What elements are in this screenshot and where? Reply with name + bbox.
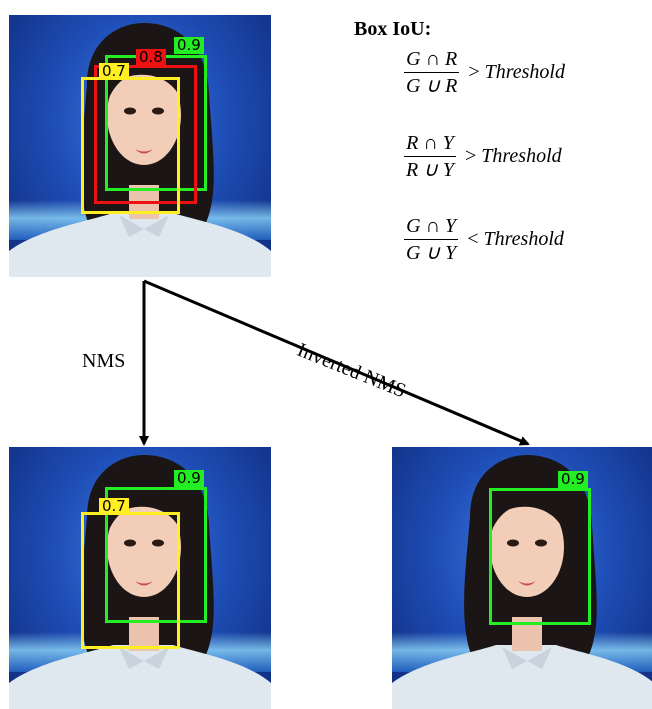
iou-title: Box IoU: bbox=[354, 18, 432, 40]
green-box bbox=[489, 488, 591, 625]
numerator: G ∩ Y bbox=[404, 213, 459, 240]
input-image-panel: 0.9 0.8 0.7 bbox=[9, 15, 271, 277]
denominator: G ∪ Y bbox=[406, 242, 457, 264]
green-score-label: 0.9 bbox=[174, 470, 204, 487]
inverted-nms-result-panel: 0.9 bbox=[392, 447, 652, 709]
yellow-box bbox=[81, 512, 180, 649]
operator: > bbox=[468, 61, 480, 83]
nms-label: NMS bbox=[82, 350, 126, 372]
fraction: R ∩ Y R ∪ Y bbox=[404, 130, 456, 183]
numerator: G ∩ R bbox=[404, 46, 460, 73]
yellow-box bbox=[81, 77, 180, 214]
yellow-score-label: 0.7 bbox=[99, 63, 129, 80]
red-score-label: 0.8 bbox=[136, 49, 166, 66]
threshold-text: Threshold bbox=[484, 61, 565, 83]
nms-result-panel: 0.9 0.7 bbox=[9, 447, 271, 709]
numerator: R ∩ Y bbox=[404, 130, 456, 157]
green-score-label: 0.9 bbox=[558, 471, 588, 488]
green-box bbox=[105, 487, 207, 623]
operator: < bbox=[467, 228, 479, 250]
threshold-text: Threshold bbox=[481, 145, 562, 167]
fraction: G ∩ R G ∪ R bbox=[404, 46, 460, 99]
iou-formula-r-y: R ∩ Y R ∪ Y > Threshold bbox=[404, 130, 562, 183]
inverted-nms-arrow bbox=[143, 279, 530, 446]
relation: < Threshold bbox=[467, 228, 564, 251]
red-box bbox=[94, 65, 197, 204]
operator: > bbox=[464, 145, 477, 167]
denominator: R ∪ Y bbox=[406, 159, 454, 181]
relation: > Threshold bbox=[465, 145, 562, 168]
denominator: G ∪ R bbox=[406, 75, 458, 97]
green-score-label: 0.9 bbox=[174, 37, 204, 54]
person-illustration bbox=[392, 455, 652, 709]
iou-formula-g-y: G ∩ Y G ∪ Y < Threshold bbox=[404, 213, 564, 266]
iou-formula-g-r: G ∩ R G ∪ R > Threshold bbox=[404, 46, 565, 99]
relation: > Threshold bbox=[468, 61, 565, 84]
yellow-score-label: 0.7 bbox=[99, 498, 129, 515]
threshold-text: Threshold bbox=[483, 228, 564, 250]
fraction: G ∩ Y G ∪ Y bbox=[404, 213, 459, 266]
